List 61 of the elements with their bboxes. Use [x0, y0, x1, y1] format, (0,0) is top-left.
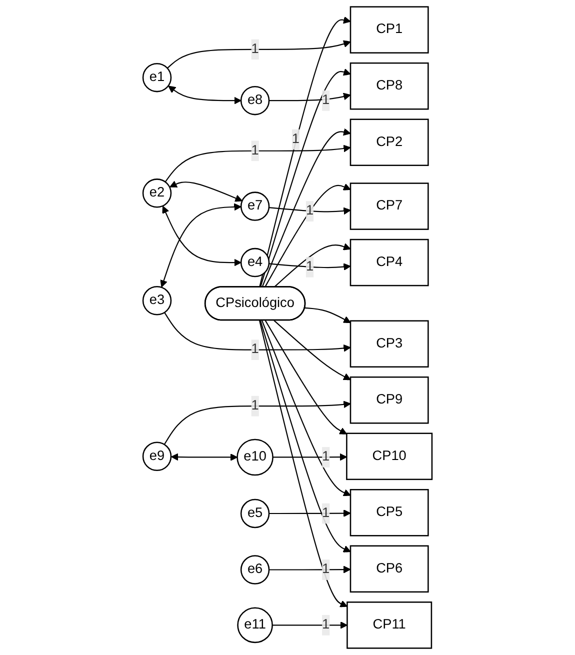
arrow — [168, 86, 242, 104]
arrow — [274, 320, 351, 380]
arrow — [170, 180, 242, 202]
edge-label: 1 — [322, 562, 330, 577]
arrow — [264, 320, 348, 434]
edge-label: 1 — [322, 506, 330, 520]
edge-label: 1 — [251, 42, 259, 56]
node-circle: e3 — [142, 286, 172, 316]
edge-label: 1 — [322, 617, 330, 632]
arrow — [272, 453, 348, 461]
node-circle: e2 — [142, 178, 172, 208]
node-circle: e8 — [240, 86, 270, 116]
edge-label: 1 — [322, 92, 330, 108]
edge-label: 1 — [251, 143, 259, 158]
node-circle: e1 — [142, 62, 172, 92]
arrow — [164, 400, 351, 445]
node-circle: e5 — [240, 498, 270, 528]
arrow — [269, 566, 351, 574]
arrow — [269, 510, 351, 517]
arrow — [164, 312, 351, 352]
arrow — [260, 320, 351, 552]
node-circle: e6 — [240, 555, 270, 584]
arrow — [170, 453, 238, 461]
arrow — [162, 206, 242, 266]
node-circle: e4 — [240, 248, 270, 278]
edge-label: 1 — [306, 204, 314, 218]
arrow — [269, 92, 351, 102]
arrow — [167, 40, 351, 69]
edge-label: 1 — [292, 132, 300, 146]
edge-label: 1 — [322, 450, 330, 464]
arrow — [261, 320, 351, 496]
arrow — [260, 68, 351, 288]
edge-label: 1 — [251, 398, 259, 413]
edge-label: 1 — [251, 342, 259, 357]
arrow — [160, 203, 242, 288]
node-box: CP7 — [350, 182, 429, 230]
arrow — [272, 621, 348, 629]
arrow — [258, 320, 348, 608]
node-box: CP9 — [350, 376, 429, 424]
node-box: CP2 — [350, 118, 429, 166]
node-box: CP10 — [346, 432, 433, 480]
node-box: CP4 — [350, 238, 429, 286]
edge-label: 1 — [306, 259, 314, 274]
node-circle: e9 — [142, 442, 172, 471]
arrow — [164, 144, 351, 182]
arrow — [274, 243, 351, 288]
arrow — [259, 16, 351, 288]
node-box: CP3 — [350, 320, 429, 368]
node-circle: e11 — [237, 607, 273, 644]
arrow — [268, 263, 351, 271]
node-box: CP1 — [350, 6, 429, 54]
node-box: CP8 — [350, 62, 429, 110]
arrow — [264, 183, 351, 288]
arrow — [268, 207, 351, 215]
node-box: CP6 — [350, 545, 429, 593]
node-box: CP5 — [350, 489, 429, 536]
arrow — [304, 307, 351, 324]
node-circle: e10 — [236, 438, 274, 476]
node-circle: e7 — [240, 192, 270, 221]
arrow — [262, 128, 351, 288]
node-box: CP11 — [346, 602, 432, 649]
